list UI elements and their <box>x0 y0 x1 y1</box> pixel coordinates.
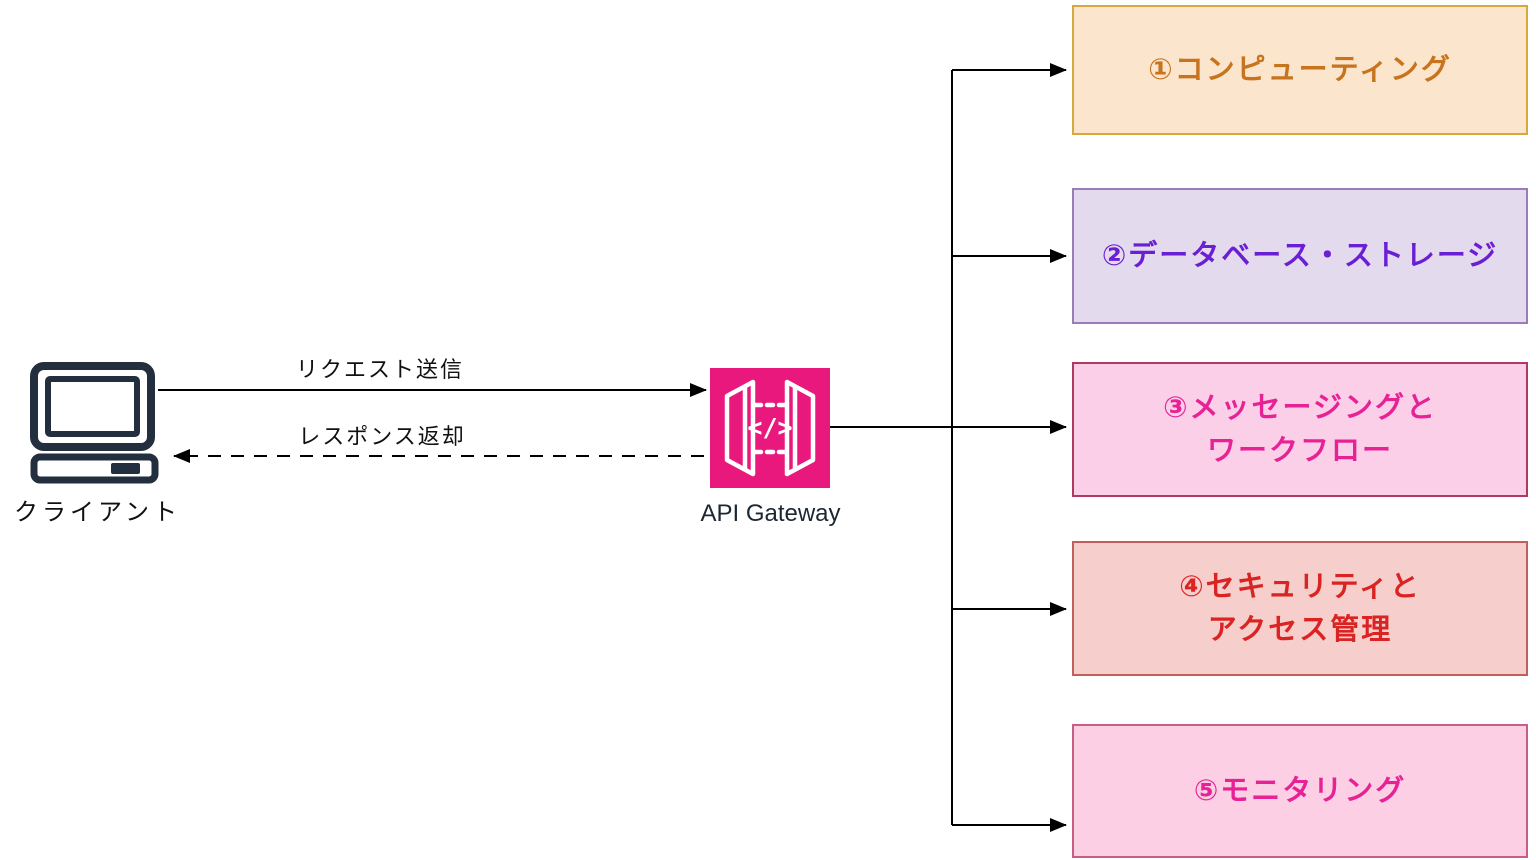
service-box-label: ②データベース・ストレージ <box>1101 239 1499 272</box>
service-box-security-access: ④セキュリティと アクセス管理 <box>1072 541 1528 676</box>
service-box-label: ④セキュリティと アクセス管理 <box>1179 571 1421 646</box>
service-box-monitoring: ⑤モニタリング <box>1072 724 1528 858</box>
gateway-label: API Gateway <box>700 500 841 527</box>
response-label: レスポンス返却 <box>298 424 466 449</box>
desktop-computer-icon <box>30 362 159 484</box>
service-box-label: ①コンピューティング <box>1148 53 1452 86</box>
request-label: リクエスト送信 <box>295 357 464 382</box>
service-box-computing: ①コンピューティング <box>1072 5 1528 135</box>
code-glyph: </> <box>747 413 792 442</box>
service-box-messaging-workflow: ③メッセージングと ワークフロー <box>1072 362 1528 497</box>
api-gateway-icon: </> <box>710 368 830 488</box>
service-box-label: ③メッセージングと ワークフロー <box>1163 392 1437 467</box>
client-label: クライアント <box>13 499 182 526</box>
service-box-label: ⑤モニタリング <box>1193 774 1407 807</box>
service-box-database-storage: ②データベース・ストレージ <box>1072 188 1528 324</box>
